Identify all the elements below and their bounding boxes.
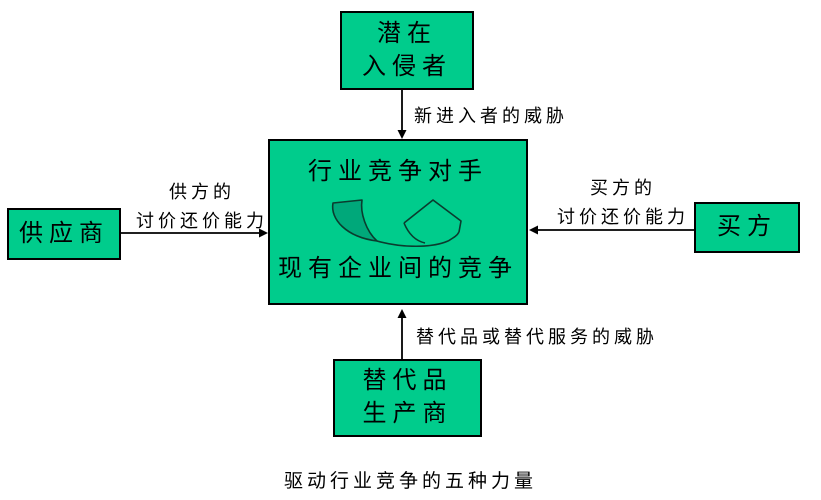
box-suppliers: 供应商 xyxy=(7,208,121,260)
curved-arrow-bottom-curve xyxy=(376,231,460,247)
curved-arrow-head xyxy=(403,199,462,233)
box-buyers-label: 买方 xyxy=(717,214,777,240)
label-supplier-power-line2: 讨价还价能力 xyxy=(136,211,268,231)
box-industry-rivals: 行业竞争对手 现有企业间的竞争 xyxy=(268,139,528,305)
label-new-entrants-threat: 新进入者的威胁 xyxy=(414,106,568,126)
box-buyers: 买方 xyxy=(694,202,800,253)
label-buyer-power-line2: 讨价还价能力 xyxy=(557,207,689,227)
box-substitute-producers: 替代品 生产商 xyxy=(333,359,482,437)
box-industry-rivals-subtitle: 现有企业间的竞争 xyxy=(278,256,518,282)
curved-arrow-icon xyxy=(331,199,462,247)
box-potential-entrants-line1: 潜在 xyxy=(377,20,437,47)
box-potential-entrants-line2: 入侵者 xyxy=(362,53,452,80)
label-buyer-power-line1: 买方的 xyxy=(590,178,656,198)
box-suppliers-label: 供应商 xyxy=(19,220,109,247)
label-supplier-power: 供方的 讨价还价能力 xyxy=(132,178,272,236)
arrow-buyer-power xyxy=(529,225,694,235)
arrow-new-entrants xyxy=(397,90,407,139)
curved-arrow-inner-curve xyxy=(403,222,426,244)
label-substitute-threat: 替代品或替代服务的威胁 xyxy=(416,327,658,347)
box-substitute-producers-line2: 生产商 xyxy=(362,401,453,427)
arrow-supplier-power xyxy=(121,228,268,238)
arrow-substitute-threat xyxy=(397,309,407,359)
curved-arrow-crescent xyxy=(331,199,378,242)
diagram-caption: 驱动行业竞争的五种力量 xyxy=(283,471,537,492)
label-buyer-power: 买方的 讨价还价能力 xyxy=(550,174,696,232)
box-industry-rivals-title: 行业竞争对手 xyxy=(308,159,488,185)
box-substitute-producers-line1: 替代品 xyxy=(362,368,453,394)
box-potential-entrants: 潜在 入侵者 xyxy=(340,11,474,90)
label-supplier-power-line1: 供方的 xyxy=(169,182,235,202)
